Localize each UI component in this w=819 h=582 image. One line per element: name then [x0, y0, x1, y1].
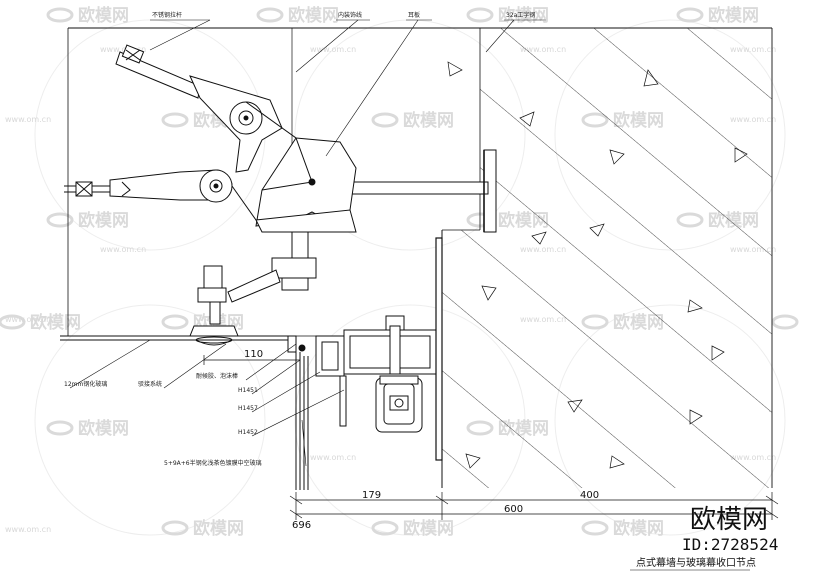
glass-and-sealant — [60, 335, 309, 490]
i-beam — [345, 149, 497, 233]
label-interior-line: 内装饰线 — [338, 11, 362, 19]
watermark-logo: 欧模网 — [78, 210, 129, 231]
watermark-logo: 欧模网 — [403, 518, 454, 539]
aluminum-profiles — [315, 237, 443, 461]
label-sealant: 耐候胶、泡沫棒 — [196, 372, 238, 380]
brand-id: ID:2728524 — [682, 535, 778, 554]
stainless-rod — [64, 44, 313, 221]
brand-name: 欧模网 — [690, 505, 768, 535]
watermark-url: www.om.cn — [5, 115, 51, 124]
watermark-url: www.om.cn — [100, 245, 146, 254]
watermark-url: www.om.cn — [100, 45, 146, 54]
watermark-logo: 欧模网 — [708, 5, 759, 26]
concrete-wall — [441, 28, 772, 488]
label-steel-rod: 不锈钢拉杆 — [152, 11, 182, 19]
watermark-logo: 欧模网 — [403, 110, 454, 131]
label-spider-system: 驳接系统 — [138, 380, 162, 388]
watermark-logo: 欧模网 — [193, 518, 244, 539]
watermark-logo: 欧模网 — [78, 418, 129, 439]
label-i-beam: 32a工字钢 — [506, 11, 535, 19]
watermark-logo: 欧模网 — [78, 5, 129, 26]
label-h1457: H1457 — [238, 405, 258, 412]
drawing-title: 点式幕墙与玻璃幕收口节点 — [636, 556, 756, 569]
leader-lines — [69, 19, 546, 467]
dim-110: 110 — [244, 349, 263, 360]
watermark-url: www.om.cn — [310, 45, 356, 54]
dim-179: 179 — [362, 490, 381, 501]
dim-696: 696 — [292, 520, 311, 531]
watermark-logo: 欧模网 — [288, 5, 339, 26]
label-glass-12mm: 12mm钢化玻璃 — [64, 380, 107, 388]
label-ear-plate: 耳板 — [408, 11, 420, 19]
watermark-url: www.om.cn — [5, 315, 51, 324]
label-h1452: H1452 — [238, 429, 258, 436]
ear-plate — [255, 137, 357, 233]
watermark-url: www.om.cn — [310, 453, 356, 462]
dimension-lines — [203, 355, 779, 520]
dim-400: 400 — [580, 490, 599, 501]
label-insulated-glass: 5+9A+6半钢化浅茶色镀膜中空玻璃 — [164, 459, 262, 467]
watermark-logo: 欧模网 — [498, 5, 549, 26]
watermark-url: www.om.cn — [5, 525, 51, 534]
annotations: 不锈钢拉杆 内装饰线 耳板 32a工字钢 12mm钢化玻璃 驳接系统 耐候胶、泡… — [64, 11, 535, 467]
watermark-logo: 欧模网 — [613, 518, 664, 539]
dimension-texts: 110 179 400 600 696 — [244, 349, 599, 531]
dim-600: 600 — [504, 504, 523, 515]
spider-fitting — [189, 231, 317, 344]
label-h1451: H1451 — [238, 387, 258, 394]
